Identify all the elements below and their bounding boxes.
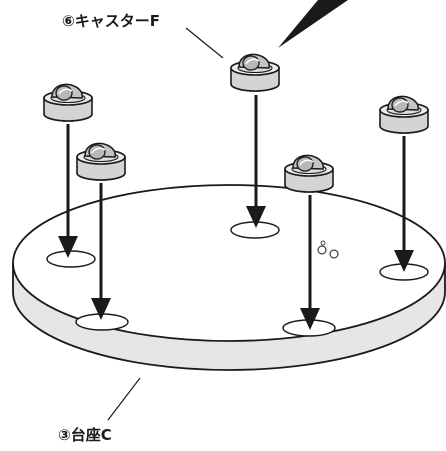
caster-icon xyxy=(43,83,93,122)
caster-icon xyxy=(76,142,126,181)
caster-icon xyxy=(230,53,280,92)
arrows xyxy=(58,95,414,330)
arrow xyxy=(300,195,320,330)
base-label: ③台座C xyxy=(58,426,112,444)
caster-icon xyxy=(284,154,334,193)
arrow xyxy=(394,136,414,272)
caster-label: ⑥キャスターF xyxy=(62,12,160,30)
caster-leader-line xyxy=(185,27,224,59)
arrow xyxy=(246,95,266,228)
casters xyxy=(43,53,429,193)
arrow xyxy=(91,183,111,320)
arrow xyxy=(58,124,78,258)
base-plate xyxy=(12,184,446,371)
pointer-wedge xyxy=(278,0,348,48)
mounting-hole xyxy=(46,250,96,268)
base-leader-line xyxy=(107,377,141,421)
caster-icon xyxy=(379,95,429,134)
